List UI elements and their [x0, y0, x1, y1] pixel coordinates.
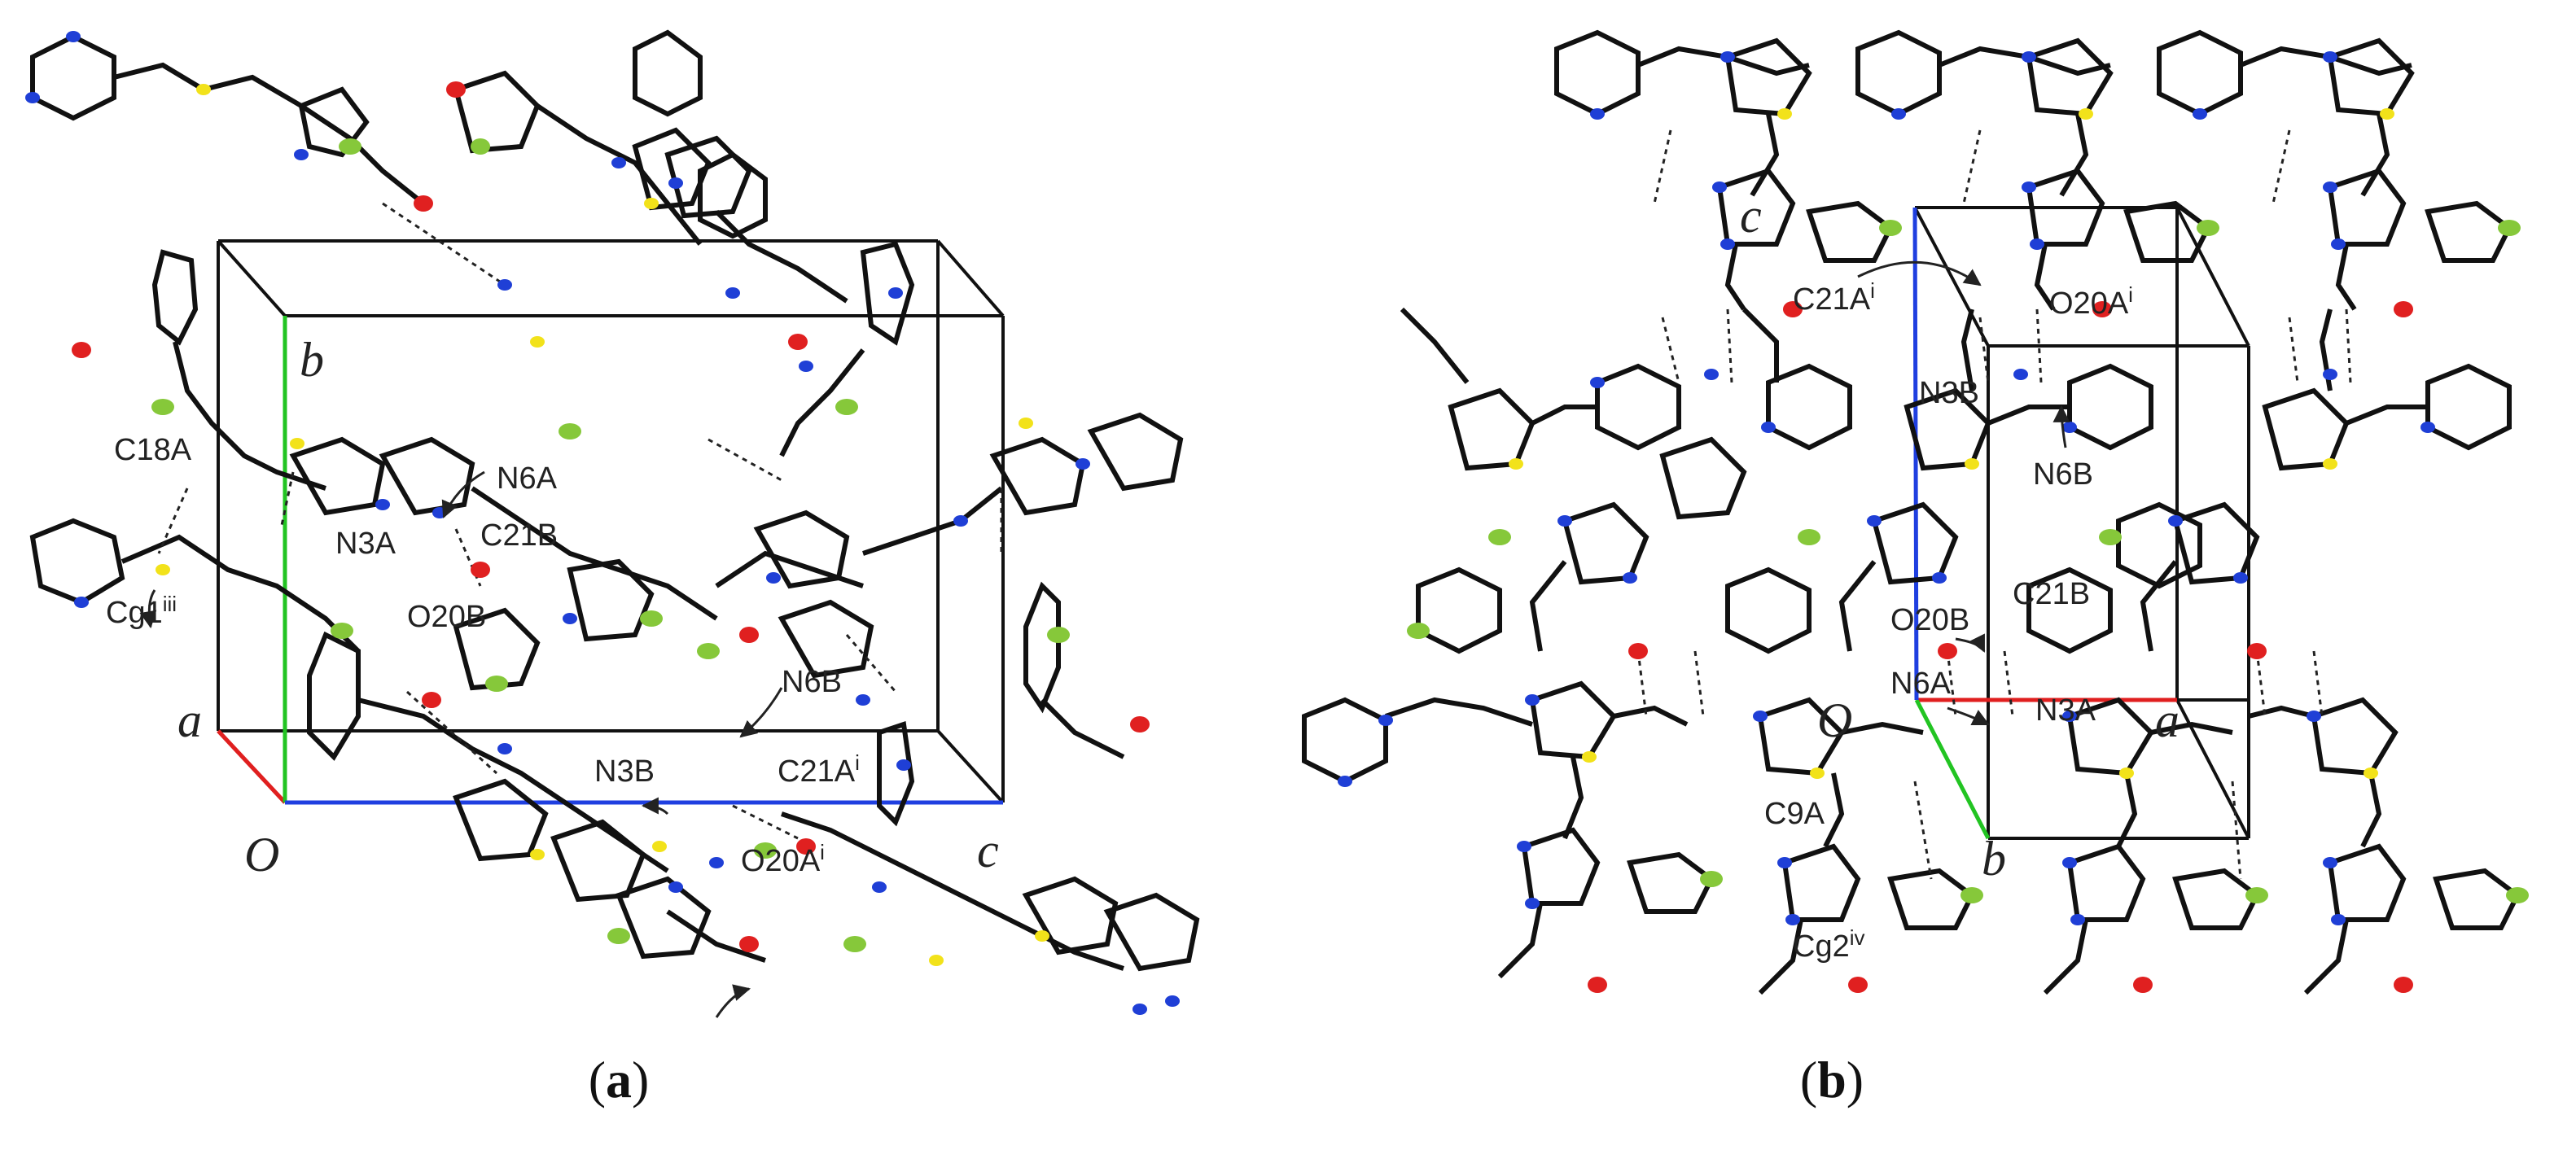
axis-label-b: b — [1982, 832, 2006, 886]
panel-b: C21Ai O20Ai N3B N6B C21B O20B N6A N3A C9… — [1288, 0, 2576, 1172]
label-c9a: C9A — [1764, 797, 1825, 831]
label-n6b: N6B — [782, 665, 842, 699]
caption-b: (b) — [1799, 1051, 1864, 1109]
crystal-packing-diagram-b: C21Ai O20Ai N3B N6B C21B O20B N6A N3A C9… — [1302, 29, 2529, 995]
label-cg1: Cg1iii — [106, 592, 177, 630]
atoms — [25, 31, 1180, 1015]
label-n3b: N3B — [594, 754, 655, 789]
unit-cell-box — [1913, 206, 2250, 840]
label-arrows — [139, 470, 783, 1018]
axis-a-line — [217, 729, 287, 804]
axis-label-origin: O — [1817, 693, 1852, 747]
axis-label-a: a — [177, 693, 202, 747]
axis-label-a: a — [2155, 693, 2180, 747]
label-c21a: C21Ai — [778, 750, 860, 789]
label-c21a: C21Ai — [1793, 278, 1875, 317]
axis-label-b: b — [300, 333, 324, 387]
crystal-packing-diagram-a: C18A N6A N3A C21B O20B Cg1iii N6B C21Ai … — [25, 29, 1200, 1018]
label-n3b: N3B — [1919, 376, 1979, 410]
axis-label-c: c — [1740, 189, 1762, 243]
label-c21b: C21B — [480, 518, 558, 553]
hydrogen-bonds — [1636, 129, 2352, 880]
axis-c-line — [1912, 207, 1919, 701]
label-o20a: O20Ai — [741, 840, 825, 878]
unit-cell-box — [217, 239, 1005, 804]
molecule-fragments — [29, 29, 1200, 972]
axis-label-c: c — [977, 824, 999, 877]
label-n6a: N6A — [1890, 667, 1952, 701]
label-o20b: O20B — [1890, 603, 1969, 637]
label-n6b: N6B — [2033, 457, 2093, 492]
label-cg2: Cg2iv — [1793, 925, 1865, 964]
atoms — [1338, 51, 2529, 993]
label-n3a: N3A — [335, 527, 396, 561]
axis-b-line — [1914, 698, 1991, 840]
label-o20b: O20B — [407, 600, 486, 634]
label-n6a: N6A — [497, 461, 558, 496]
label-arrows — [1857, 260, 2070, 726]
label-o20a: O20Ai — [2049, 282, 2133, 321]
molecule-fragments — [1302, 29, 2521, 995]
hydrogen-bonds — [157, 202, 1003, 840]
label-c18a: C18A — [114, 433, 192, 467]
label-n3a: N3A — [2035, 693, 2096, 728]
caption-a: (a) — [588, 1051, 650, 1109]
panel-a: C18A N6A N3A C21B O20B Cg1iii N6B C21Ai … — [25, 29, 1200, 1109]
axis-label-origin: O — [244, 828, 279, 881]
label-c21b: C21B — [2013, 577, 2090, 611]
